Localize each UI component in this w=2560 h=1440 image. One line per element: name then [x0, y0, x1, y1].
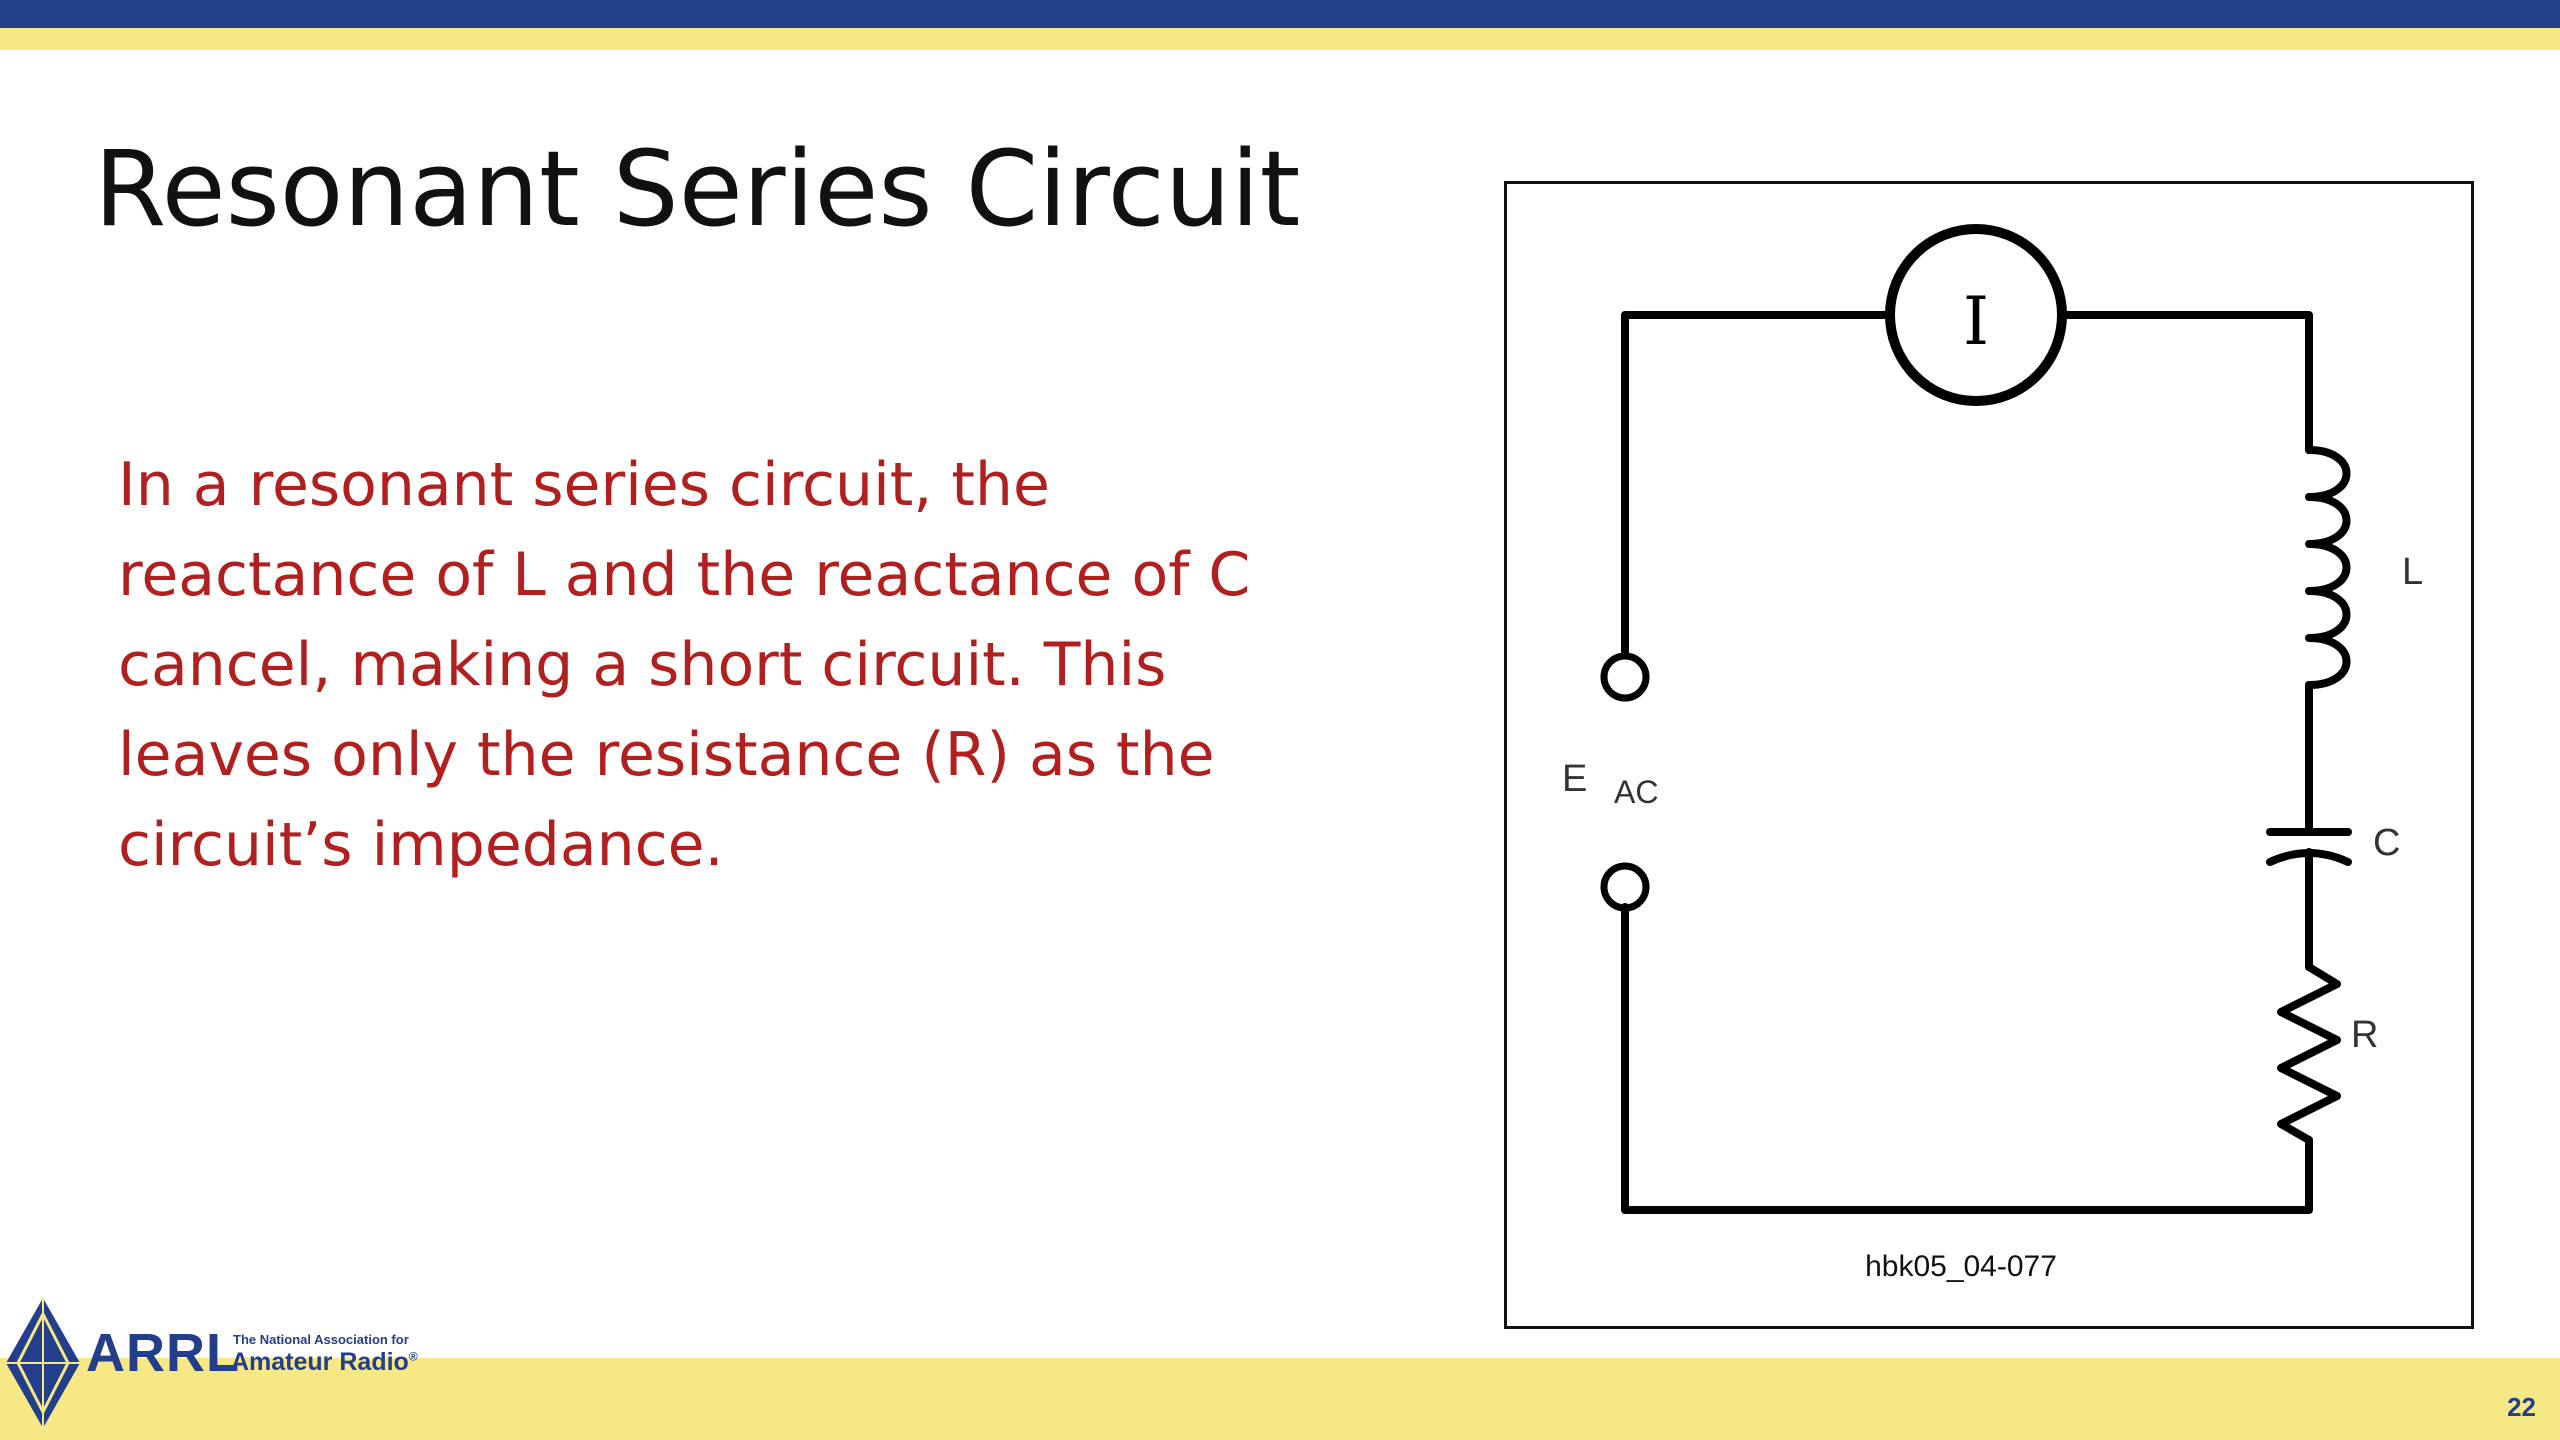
inductor-label: L: [2402, 551, 2423, 593]
terminal-top: [1600, 652, 1650, 702]
top-band-yellow: [0, 28, 2560, 50]
bottom-band: [0, 1358, 2560, 1440]
source-subscript: AC: [1614, 774, 1658, 810]
top-band-blue: [0, 0, 2560, 28]
terminal-bottom: [1600, 862, 1650, 912]
series-circuit-diagram: I E AC L C R hbk05_04-077: [1562, 224, 2423, 1283]
arrl-tagline-top: The National Association for: [233, 1332, 409, 1347]
resistor-zigzag: [2277, 963, 2341, 1144]
capacitor-label: C: [2373, 822, 2400, 864]
arrl-wordmark: ARRL: [86, 1323, 240, 1383]
circuit-diagram-frame: I E AC L C R hbk05_04-077: [1504, 181, 2474, 1329]
inductor-coil: [2305, 446, 2351, 689]
resistor-label: R: [2351, 1014, 2378, 1056]
source-label: E: [1562, 758, 1587, 800]
figure-caption: hbk05_04-077: [1865, 1250, 2057, 1283]
wire-top-left: [1621, 311, 1891, 659]
arrl-logo: ARRL The National Association for Amateu…: [0, 1294, 460, 1434]
wire-top-right: [2060, 311, 2313, 454]
slide-body-text: In a resonant series circuit, the reacta…: [118, 450, 1251, 880]
wire-bottom: [1621, 903, 2313, 1214]
page-number: 22: [2507, 1392, 2536, 1422]
arrl-diamond-icon: [6, 1298, 80, 1428]
meter-symbol: I: [1963, 283, 1989, 360]
arrl-tagline-bottom: Amateur Radio®: [231, 1348, 418, 1376]
slide-title: Resonant Series Circuit: [94, 128, 1301, 250]
